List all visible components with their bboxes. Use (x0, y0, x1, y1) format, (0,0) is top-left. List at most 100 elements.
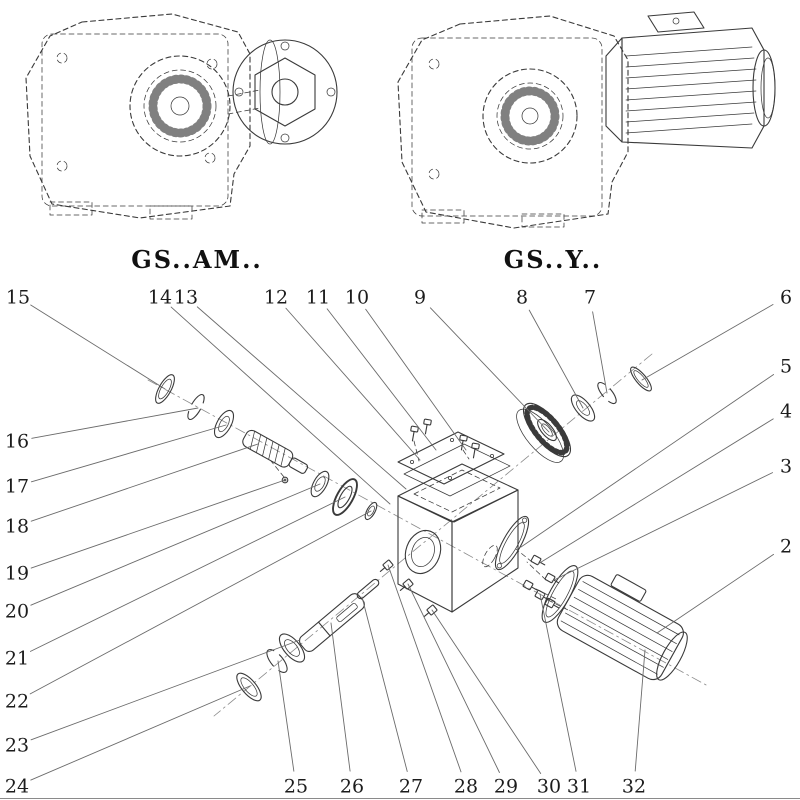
leader-line-6 (641, 304, 774, 381)
flange-hub (271, 78, 299, 106)
exploded-view (147, 353, 709, 717)
cooling-fin (578, 589, 677, 645)
bolt-hole (56, 52, 68, 64)
leader-line-18 (30, 443, 259, 522)
leader-line-16 (31, 407, 199, 439)
circlip (597, 381, 617, 405)
leader-line-28 (387, 564, 462, 773)
input-boss (129, 55, 231, 157)
part-number-18: 18 (5, 516, 29, 538)
part-callout-11: 11 (306, 287, 437, 451)
part-callout-13: 13 (174, 287, 407, 490)
leader-line-12 (285, 307, 421, 461)
part-callout-23: 23 (5, 639, 301, 757)
part-number-20: 20 (5, 601, 29, 623)
bolt-hole (428, 58, 440, 70)
variant-label-gs-am: GS..AM.. (131, 245, 263, 274)
part-number-31: 31 (567, 776, 591, 798)
part-number-13: 13 (174, 287, 198, 309)
leader-line-11 (326, 308, 437, 451)
part-number-24: 24 (5, 776, 29, 798)
circlip (266, 649, 288, 673)
leader-line-22 (29, 510, 372, 695)
part-number-12: 12 (264, 287, 288, 309)
leader-line-19 (30, 479, 286, 569)
part-number-10: 10 (345, 287, 369, 309)
bolt-hole (56, 160, 68, 172)
worm-bore (482, 544, 498, 568)
motor-flange-bell (541, 565, 579, 623)
part-number-16: 16 (5, 431, 29, 453)
part-number-30: 30 (537, 776, 561, 798)
spline-pattern (148, 74, 212, 138)
screw-icon (457, 434, 468, 452)
leader-line-8 (528, 309, 584, 409)
part-callout-8: 8 (516, 287, 584, 409)
part-number-29: 29 (494, 776, 518, 798)
mounting-foot (49, 201, 93, 216)
part-callout-21: 21 (5, 496, 346, 670)
part-callout-28: 28 (387, 564, 478, 798)
part-callout-9: 9 (414, 287, 550, 433)
leader-line-14 (170, 306, 391, 505)
part-number-21: 21 (5, 648, 29, 670)
fan-cowl (656, 631, 688, 681)
part-callout-14: 14 (148, 287, 391, 505)
keyway (336, 602, 358, 623)
leader-line-21 (30, 496, 346, 652)
gearbox-outline (25, 13, 251, 219)
leader-line-5 (520, 374, 775, 548)
part-number-6: 6 (780, 287, 792, 309)
leader-line-25 (277, 660, 295, 772)
terminal-box (647, 11, 705, 33)
leader-line-30 (431, 609, 542, 774)
worm-shaft (242, 429, 309, 474)
part-number-27: 27 (399, 776, 423, 798)
leader-line-24 (30, 685, 251, 781)
bolt-hole (206, 58, 218, 70)
bolt-hole (204, 152, 216, 164)
shaft-key (356, 578, 380, 600)
bolt-hole (280, 41, 290, 51)
cooling-fin (625, 90, 757, 101)
cooling-fin (569, 604, 669, 660)
bearing (213, 409, 235, 439)
cooling-fin (625, 112, 755, 123)
worm-gear (516, 402, 571, 463)
cooling-fin (625, 46, 753, 57)
eyebolt (672, 17, 680, 25)
cover-plate (397, 431, 505, 485)
diagram-art: GS..AM.. GS..Y.. (0, 11, 800, 799)
part-number-3: 3 (780, 456, 792, 478)
cooling-fin (582, 581, 680, 636)
part-callout-7: 7 (584, 287, 608, 394)
leader-line-23 (30, 639, 301, 741)
part-callout-25: 25 (277, 660, 308, 798)
bolt-hole (326, 87, 336, 97)
part-number-9: 9 (414, 287, 426, 309)
part-number-28: 28 (454, 776, 478, 798)
locknut-ring (364, 501, 378, 521)
bolt-hole (280, 133, 290, 143)
worm-axis-centerline (147, 379, 709, 687)
mounting-foot (149, 205, 193, 220)
gearbox-body (411, 37, 603, 217)
part-callout-31: 31 (539, 593, 591, 798)
input-boss (482, 68, 578, 164)
assembled-view-gs-y (397, 11, 776, 229)
shim-washer (332, 478, 358, 516)
part-callout-6: 6 (641, 287, 792, 381)
variant-label-gs-y: GS..Y.. (504, 245, 602, 274)
leader-line-17 (30, 424, 227, 483)
flange-hexagon (254, 57, 316, 127)
part-callout-4: 4 (537, 401, 792, 565)
leader-line-26 (330, 622, 351, 772)
screw-icon (421, 418, 432, 436)
gearbox-outline (397, 15, 629, 229)
part-callout-12: 12 (264, 287, 421, 461)
part-callout-29: 29 (407, 583, 518, 798)
mounting-foot (421, 209, 465, 224)
leader-line-27 (361, 596, 408, 772)
output-axis-centerline (213, 353, 653, 717)
assembled-view-gs-am (25, 13, 338, 220)
